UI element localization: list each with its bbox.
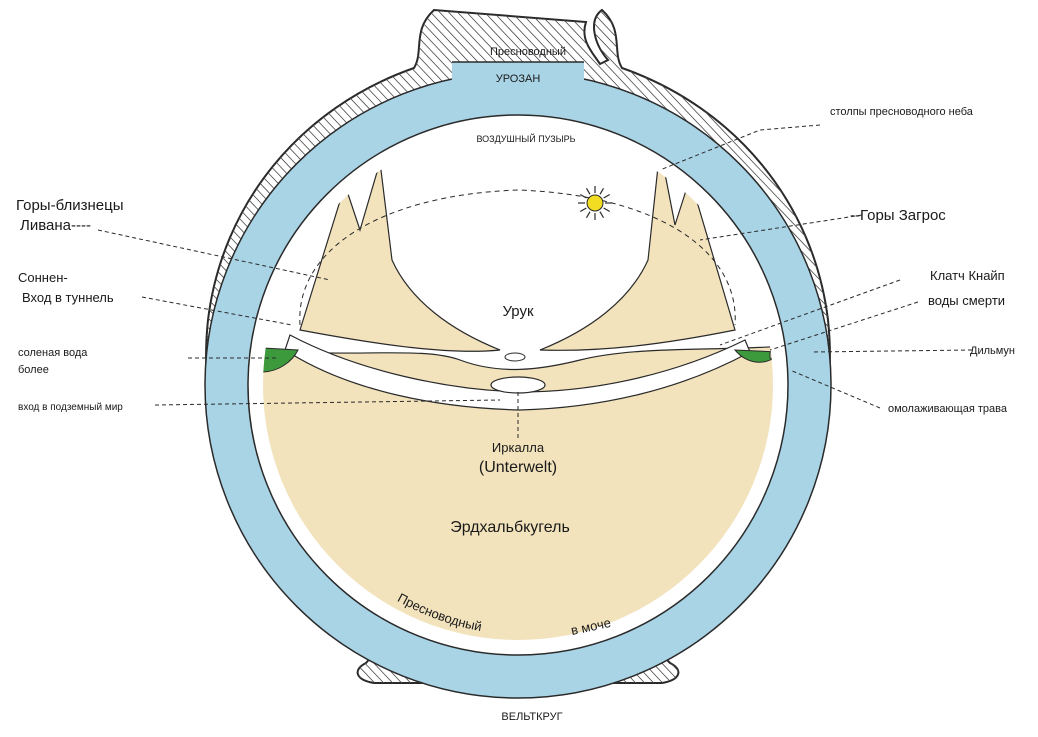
sun-ray (585, 187, 591, 195)
salt-water-left (263, 347, 299, 373)
sun-ray (599, 187, 605, 195)
sun-ray (603, 207, 611, 213)
shell-hatch-line (580, 10, 830, 683)
shell-hatch-line (995, 0, 1038, 737)
shell-hatch-line (598, 10, 830, 683)
freshwater-top-channel (452, 62, 584, 92)
label-rejuvenating-herb: омолаживающая трава (888, 403, 1008, 415)
sun-ray (579, 193, 587, 199)
shell-hatch-line (986, 0, 1038, 737)
label-sun-tunnel-2: Вход в туннель (22, 290, 114, 305)
label-earth-hemisphere: Эрдхальбкугель (450, 519, 570, 536)
sun-icon (578, 186, 612, 220)
sun-ray (585, 211, 591, 219)
sun-ray (599, 211, 605, 219)
label-clutch: Клатч Кнайп (930, 268, 1005, 283)
label-world-circle: ВЕЛЬТКРУГ (501, 711, 562, 723)
underworld-entrance-shape (490, 376, 546, 394)
label-air-bubble: ВОЗДУШНЫЙ ПУЗЫРЬ (476, 133, 575, 144)
label-pillars: столпы пресноводного неба (830, 106, 974, 118)
label-uruk: Урук (502, 303, 534, 320)
shell-hatch-line (589, 10, 830, 683)
shell-hatch-line (968, 0, 1038, 737)
label-waters-of-death: воды смерти (928, 293, 1005, 308)
label-top-water: Пресноводный (490, 46, 566, 58)
leader-lines (97, 124, 973, 440)
sun-ray (603, 193, 611, 199)
label-sun-tunnel-1: Соннен- (18, 270, 68, 285)
mountains-left (299, 161, 501, 352)
salt-water-right (733, 349, 773, 363)
shell-hatch-line (1013, 0, 1038, 737)
label-salt-water-2: более (18, 364, 49, 376)
label-twin-mountains-1: Горы-близнецы (16, 197, 124, 214)
sun-path (299, 189, 736, 326)
uruk-mark (504, 352, 526, 362)
label-underworld: (Unterwelt) (479, 459, 557, 476)
shell-hatch-line (1031, 0, 1038, 737)
shell-hatch-line (1022, 0, 1038, 737)
label-twin-mountains-2: Ливана---- (20, 217, 91, 234)
shell-hatch-line (1004, 0, 1038, 737)
sun-ray (579, 207, 587, 213)
label-underworld-entrance: вход в подземный мир (18, 402, 123, 413)
label-urozan: УРОЗАН (496, 73, 541, 85)
shell-hatch-line (977, 0, 1038, 737)
label-zagros: --Горы Загрос (850, 207, 946, 224)
label-dilmun: Дильмун (970, 345, 1015, 357)
label-salt-water-1: соленая вода (18, 347, 88, 359)
label-irkalla: Иркалла (492, 440, 545, 455)
